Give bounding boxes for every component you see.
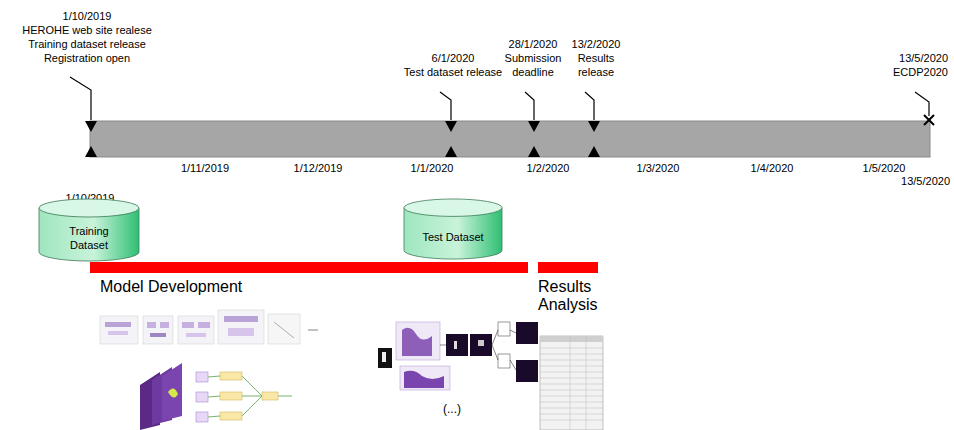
dataset-cylinder: Training Dataset xyxy=(38,198,140,262)
timeline-label: ECDP2020 xyxy=(893,66,948,79)
milestone-markers xyxy=(85,121,600,157)
timeline-label: 1/12/2019 xyxy=(294,162,343,175)
timeline-band xyxy=(90,121,930,157)
phase-label: Results Analysis xyxy=(538,278,610,315)
cylinder-shape xyxy=(403,198,503,260)
timeline-label: 13/5/2020 xyxy=(901,175,950,188)
timeline-label: 1/2/2020 xyxy=(527,162,570,175)
timeline-label: 13/2/2020 xyxy=(572,38,621,51)
timeline-label: Submission xyxy=(505,52,562,65)
dataset-cylinder: Test Dataset xyxy=(403,198,503,260)
dataset-label: Test Dataset xyxy=(422,231,484,245)
cylinder-text-holder: Test Dataset xyxy=(403,231,503,245)
timeline-label: Results xyxy=(578,52,615,65)
timeline-label: Registration open xyxy=(44,52,130,65)
timeline-label: 1/4/2020 xyxy=(751,162,794,175)
timeline-label: 1/1/2020 xyxy=(411,162,454,175)
timeline-label: 6/1/2020 xyxy=(432,52,475,65)
timeline-label: Training dataset release xyxy=(28,38,146,51)
timeline-label: 1/10/2019 xyxy=(63,10,112,23)
phase-bar: Model Development xyxy=(90,262,528,273)
timeline-label: HEROHE web site realese xyxy=(22,24,152,37)
cylinder-text-holder: Training Dataset xyxy=(38,225,140,253)
phase-bar: Results Analysis xyxy=(538,262,598,273)
results-table xyxy=(540,336,603,430)
phase-label: Model Development xyxy=(100,278,400,296)
timeline-label: Test dataset release xyxy=(404,66,502,79)
timeline-label: 1/11/2019 xyxy=(181,162,229,175)
timeline-label: 1/3/2020 xyxy=(637,162,680,175)
leader-lines xyxy=(70,77,929,120)
timeline-label: 13/5/2020 xyxy=(899,52,948,65)
cnn-figure xyxy=(140,363,292,430)
timeline-label: 1/5/2020 xyxy=(863,162,906,175)
timeline-label: release xyxy=(578,66,614,79)
timeline-label: (...) xyxy=(443,402,461,416)
timeline-label: 28/1/2020 xyxy=(509,38,558,51)
timeline-label: deadline xyxy=(512,66,554,79)
pipeline-figure xyxy=(378,322,538,390)
end-cross xyxy=(924,115,934,125)
dataset-label: Training Dataset xyxy=(58,225,120,253)
model-thumbnails xyxy=(100,310,318,344)
